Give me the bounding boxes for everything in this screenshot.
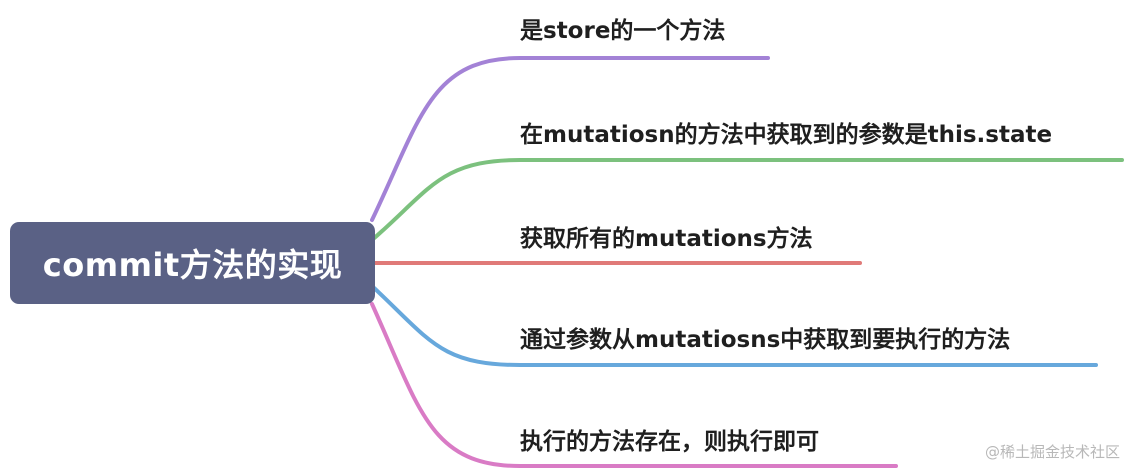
- connector-branch-4: [370, 284, 1098, 367]
- connector-branch-2: [370, 158, 1124, 242]
- root-node-label: commit方法的实现: [42, 246, 343, 284]
- root-node: commit方法的实现: [10, 222, 375, 304]
- branch-label-5: 执行的方法存在，则执行即可: [520, 429, 819, 455]
- connector-branch-1: [370, 56, 770, 222]
- branch-label-4: 通过参数从mutatiosns中获取到要执行的方法: [520, 327, 1011, 353]
- watermark: @稀土掘金技术社区: [984, 443, 1120, 461]
- connector-branch-5: [370, 302, 898, 468]
- branch-label-2: 在mutatiosn的方法中获取到的参数是this.state: [520, 122, 1053, 148]
- branch-label-1: 是store的一个方法: [520, 18, 726, 44]
- branch-label-3: 获取所有的mutations方法: [520, 226, 813, 252]
